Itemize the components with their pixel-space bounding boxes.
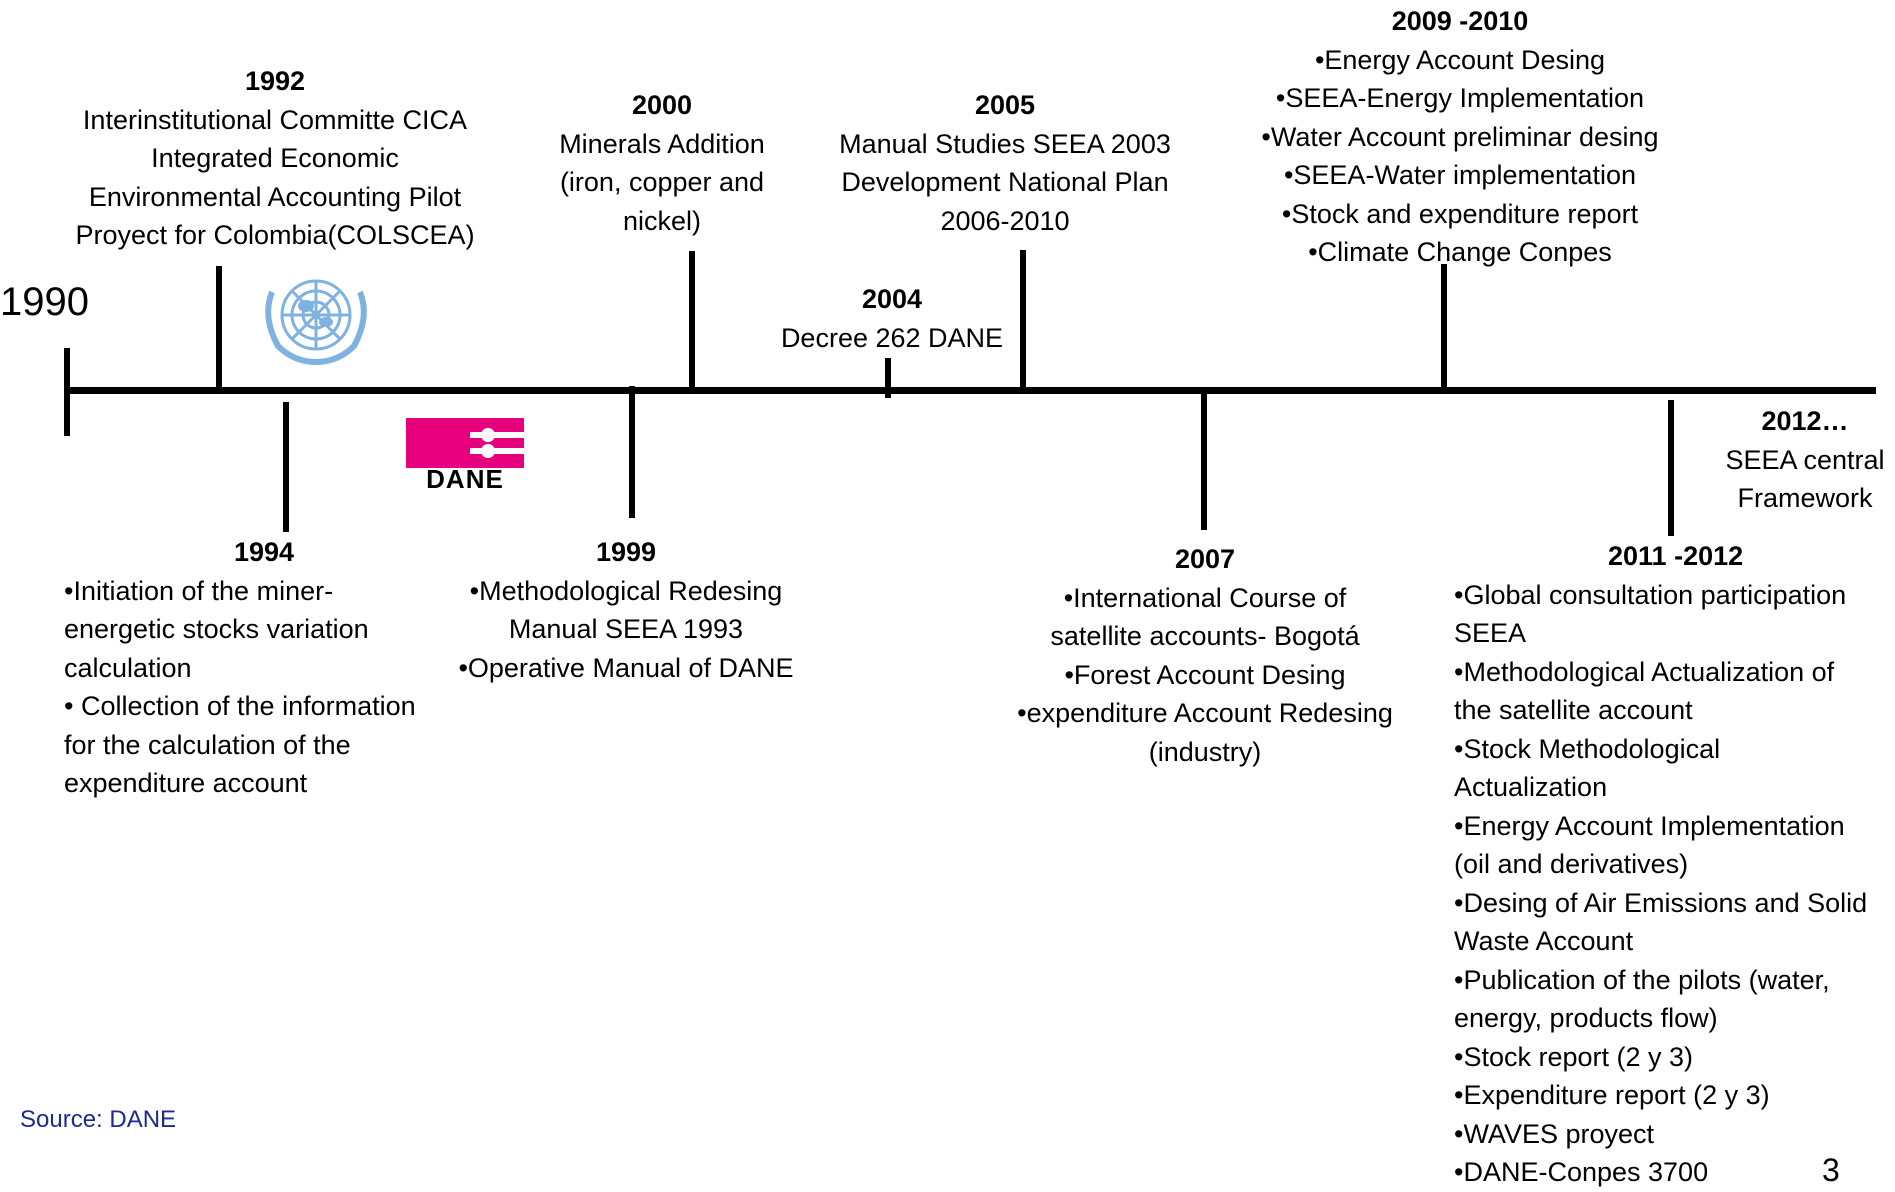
event-line: Framework [1737, 483, 1873, 513]
event-year: 1994 [234, 537, 295, 567]
dane-logo-text: DANE [426, 464, 504, 494]
event-line: SEEA central [1725, 444, 1885, 475]
event-year: 2007 [1174, 544, 1236, 574]
event-line: •Methodological Actualization of [1454, 656, 1835, 687]
event-2000: 2000 Minerals Addition (iron, copper and… [512, 86, 812, 240]
event-line: •Initiation of the miner- [64, 575, 334, 606]
event-line: •Global consultation participation [1454, 579, 1847, 610]
event-year: 2011 -2012 [1608, 541, 1744, 571]
event-line: •WAVES proyect [1454, 1118, 1655, 1149]
event-line: 2006-2010 [940, 205, 1070, 236]
event-line: Waste Account [1454, 926, 1634, 956]
event-line: •SEEA-Water implementation [1283, 160, 1637, 190]
event-year: 1992 [244, 66, 306, 96]
event-line: (iron, copper and [559, 167, 765, 197]
tick-1994 [283, 402, 289, 532]
tick-2004 [885, 358, 891, 398]
event-line: nickel) [622, 205, 702, 236]
event-line: Actualization [1454, 772, 1608, 802]
event-2004: 2004 Decree 262 DANE [742, 280, 1042, 357]
event-line: satellite accounts- Bogotá [1050, 621, 1360, 651]
event-year: 2009 -2010 [1391, 6, 1529, 36]
event-line: the satellite account [1454, 695, 1693, 725]
page-number: 3 [1822, 1152, 1840, 1188]
dane-logo: DANE [406, 418, 524, 494]
event-line: •Energy Account Desing [1314, 44, 1606, 75]
event-2005: 2005 Manual Studies SEEA 2003 Developmen… [820, 86, 1190, 240]
event-year: 2012… [1761, 406, 1849, 436]
event-line: Manual SEEA 1993 [508, 614, 744, 644]
event-line: •Desing of Air Emissions and Solid [1454, 887, 1868, 918]
event-2012: 2012… SEEA central Framework [1700, 402, 1895, 518]
event-line: (industry) [1148, 736, 1262, 767]
event-1999: 1999 •Methodological Redesing Manual SEE… [436, 533, 816, 687]
event-line: • Collection of the information [64, 691, 416, 721]
event-line: Integrated Economic [151, 143, 399, 173]
event-1992: 1992 Interinstitutional Committe CICA In… [40, 62, 510, 255]
event-line: (oil and derivatives) [1454, 849, 1689, 879]
event-line: Decree 262 DANE [780, 322, 1004, 353]
event-line: energy, products flow) [1454, 1003, 1718, 1033]
event-year: 2000 [631, 90, 693, 120]
event-line: •expenditure Account Redesing [1017, 698, 1393, 728]
event-2007: 2007 •International Course of satellite … [990, 540, 1420, 771]
event-line: •Energy Account Implementation [1454, 810, 1845, 841]
event-line: •Climate Change Conpes [1308, 237, 1612, 267]
event-line: calculation [64, 652, 192, 683]
event-line: Environmental Accounting Pilot [88, 181, 462, 212]
un-emblem-icon [254, 262, 378, 368]
event-line: •Publication of the pilots (water, [1454, 964, 1830, 995]
event-line: Development National Plan [841, 167, 1169, 197]
timeline-axis [64, 387, 1876, 394]
event-year: 2005 [974, 90, 1036, 120]
tick-2005 [1020, 250, 1026, 394]
event-line: for the calculation of the [64, 729, 351, 760]
event-1994: 1994 •Initiation of the miner- energetic… [64, 533, 484, 803]
event-line: •Stock Methodological [1454, 733, 1721, 764]
event-line: Proyect for Colombia(COLSCEA) [75, 220, 475, 250]
start-year-label: 1990 [0, 280, 89, 324]
event-line: •International Course of [1063, 582, 1347, 613]
tick-1992 [216, 266, 222, 394]
source-note: Source: DANE [20, 1106, 177, 1133]
event-line: SEEA [1454, 618, 1527, 648]
event-line: energetic stocks variation [64, 614, 369, 644]
event-line: •Stock report (2 y 3) [1454, 1041, 1694, 1072]
event-year: 1999 [595, 537, 657, 567]
event-2009-2010: 2009 -2010 •Energy Account Desing •SEEA-… [1240, 2, 1680, 272]
event-line: •DANE-Conpes 3700 [1454, 1157, 1709, 1187]
tick-2007 [1201, 392, 1207, 530]
tick-1990 [64, 348, 70, 436]
event-line: Interinstitutional Committe CICA [82, 104, 468, 135]
event-year: 2004 [861, 284, 923, 314]
event-line: •Forest Account Desing [1064, 659, 1346, 690]
tick-2000 [689, 251, 695, 394]
tick-2011 [1668, 400, 1674, 536]
event-line: •SEEA-Energy Implementation [1275, 83, 1645, 113]
event-line: expenditure account [64, 768, 308, 798]
event-2011-2012: 2011 -2012 •Global consultation particip… [1454, 537, 1894, 1192]
tick-1999 [629, 386, 635, 518]
tick-2009 [1441, 264, 1447, 394]
event-line: •Expenditure report (2 y 3) [1454, 1080, 1770, 1110]
event-line: Minerals Addition [559, 128, 765, 159]
event-line: •Water Account preliminar desing [1261, 121, 1659, 152]
event-line: Manual Studies SEEA 2003 [839, 128, 1171, 159]
event-line: •Operative Manual of DANE [458, 652, 794, 683]
event-line: •Methodological Redesing [469, 575, 783, 606]
event-line: •Stock and expenditure report [1281, 198, 1639, 229]
